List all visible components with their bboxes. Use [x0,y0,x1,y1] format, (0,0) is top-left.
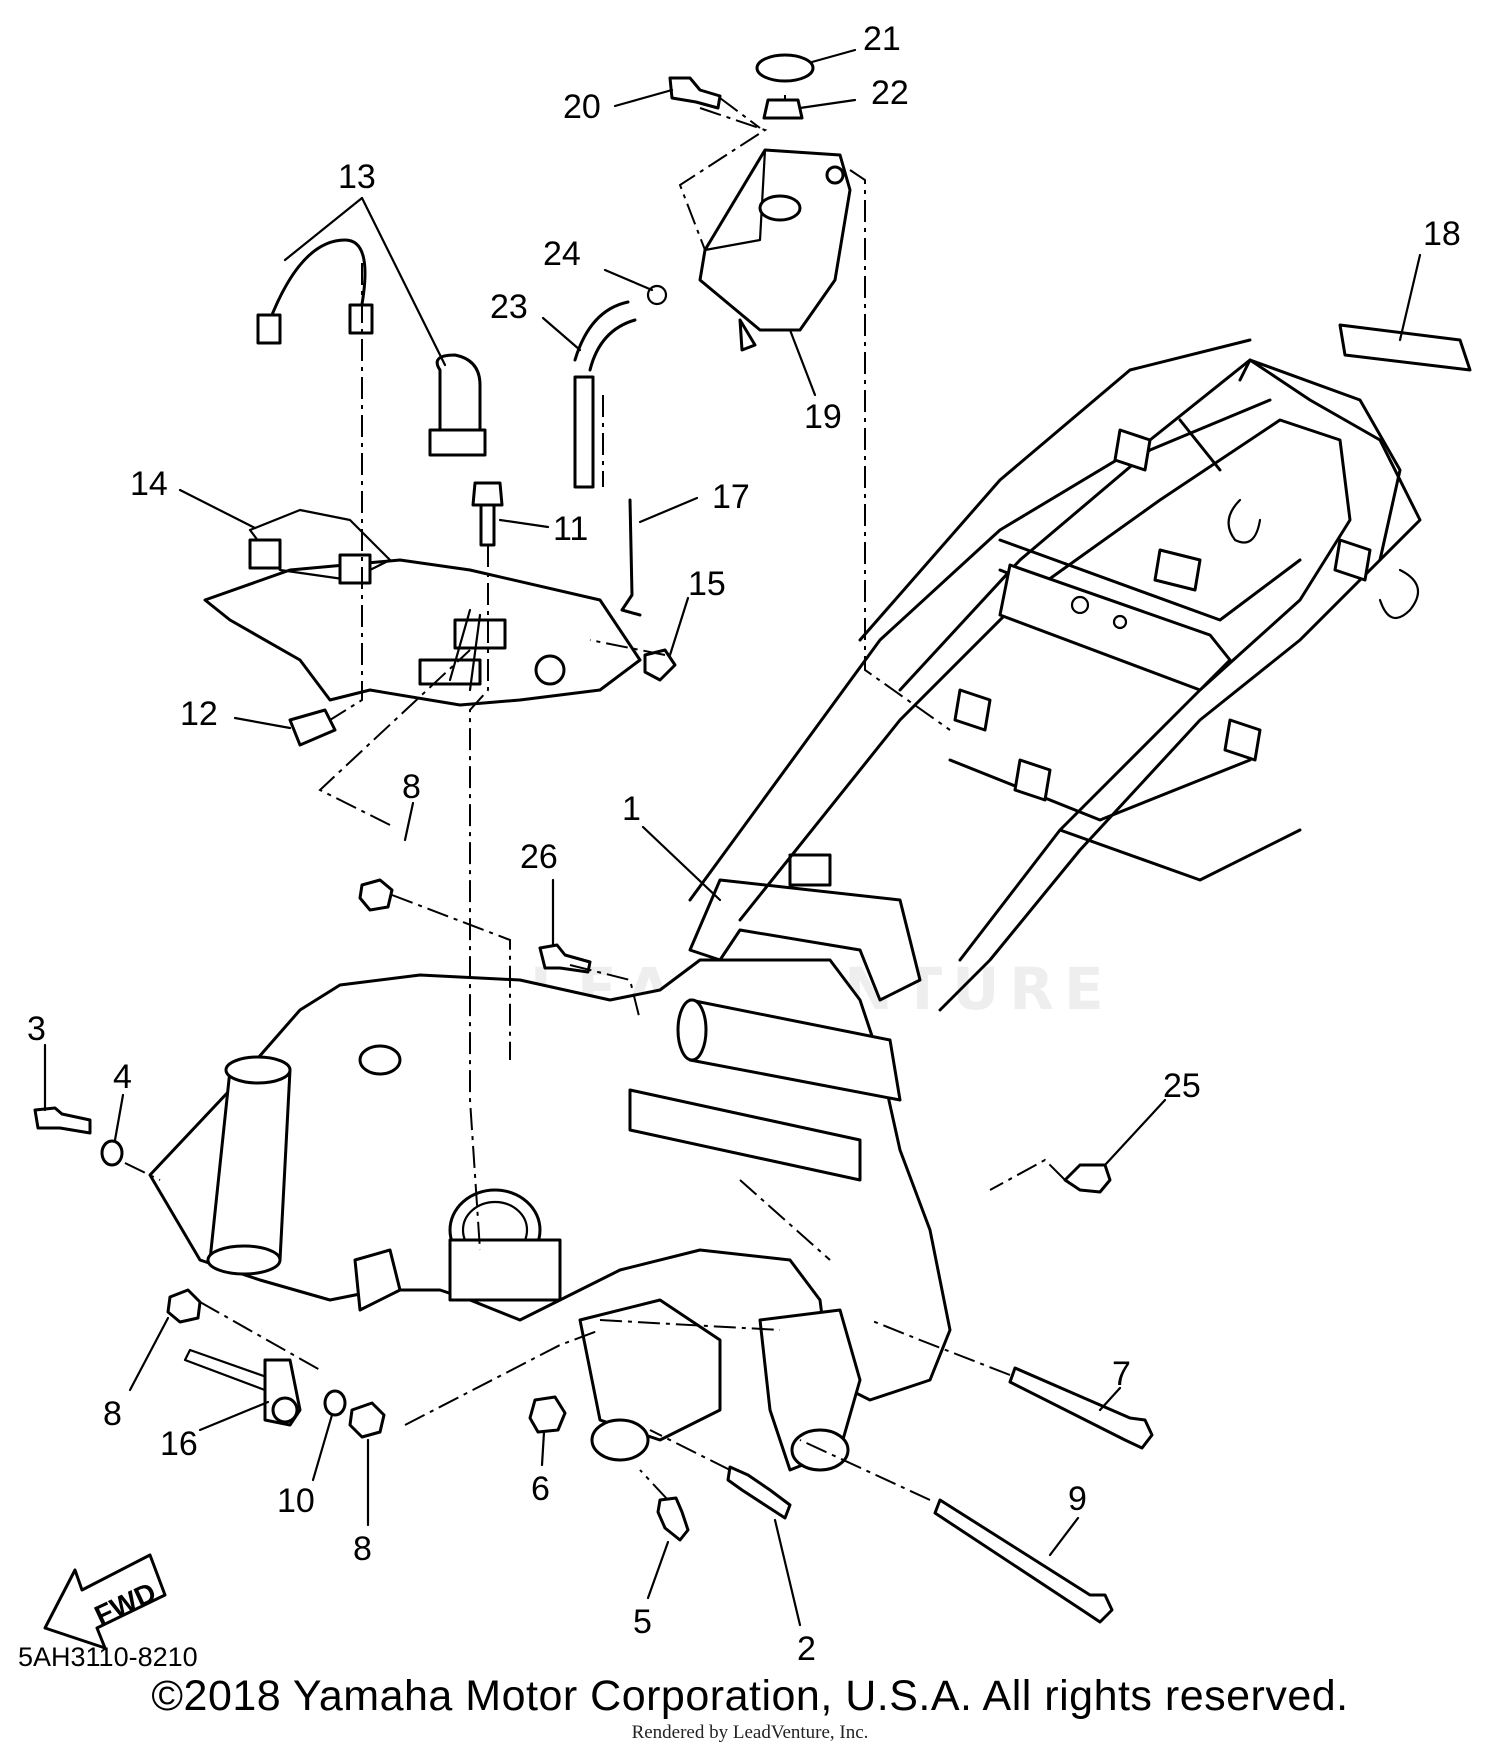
washer-10 [323,1389,347,1417]
callout-11: 11 [553,510,588,548]
callout-19: 19 [804,398,842,436]
fwd-arrow: FWD [43,1553,167,1650]
callout-labels: 1 2 3 4 5 6 7 8 8 8 9 10 11 12 13 14 15 … [27,20,1461,1668]
battery-band-loop [435,353,482,442]
battery-band-arch [266,238,367,327]
band-hook-left [256,313,282,345]
callout-15: 15 [688,565,726,603]
seat-damper [1338,323,1472,372]
bolt-5 [656,1496,690,1542]
callout-24: 24 [543,235,581,273]
bolt-9 [933,1498,1114,1624]
callout-14: 14 [130,465,168,503]
callout-1: 1 [622,790,641,828]
assembly-lines [124,95,1066,1501]
washer-4 [100,1139,124,1167]
rendered-by-note: Rendered by LeadVenture, Inc. [631,1722,869,1743]
reservoir-cap [755,53,815,83]
bolt-3 [33,1106,92,1135]
bolt-20 [668,76,722,110]
band-buckle [428,428,487,457]
callout-3: 3 [27,1010,46,1048]
callout-4: 4 [113,1058,132,1096]
hose-lower [573,375,595,489]
collar-6 [528,1395,567,1434]
bolt-25 [1063,1163,1112,1194]
callout-26: 26 [520,838,558,876]
callout-9: 9 [1068,1480,1087,1518]
callout-18: 18 [1423,215,1461,253]
callout-8-lower: 8 [353,1530,372,1568]
copyright-notice: ©2018 Yamaha Motor Corporation, U.S.A. A… [151,1672,1349,1720]
callout-13: 13 [338,158,376,196]
bracket-16 [183,1348,302,1427]
reference-code: 5AH3110-8210 [18,1642,198,1672]
callout-12: 12 [180,695,218,733]
coolant-reservoir [698,148,852,352]
bolt-7 [1008,1366,1154,1450]
bolt-2 [726,1465,792,1520]
callout-16: 16 [160,1425,198,1463]
nut-8-lower [348,1401,386,1439]
nut-15 [643,648,677,682]
callout-20: 20 [563,88,601,126]
callout-7: 7 [1112,1355,1131,1393]
callout-8-left: 8 [103,1395,122,1433]
frame-body [148,338,1422,1472]
reservoir-hose [588,318,637,372]
callout-21: 21 [863,20,901,58]
reservoir-grommet [762,98,804,120]
pad [288,708,337,747]
leader-lines [43,48,1422,1627]
callout-6: 6 [531,1470,550,1508]
callout-17: 17 [712,478,750,516]
battery-box [203,508,642,707]
hose-clamp [646,284,668,306]
callout-2: 2 [797,1630,816,1668]
callout-8-upper: 8 [402,768,421,806]
callout-23: 23 [490,288,528,326]
bolt-26 [538,943,592,974]
bolt-11 [471,481,504,547]
nut-8-left [166,1288,202,1324]
nut-8-upper [358,878,394,912]
callout-22: 22 [871,74,909,112]
callout-5: 5 [633,1603,652,1641]
cable-tie [620,498,642,617]
callout-10: 10 [277,1482,315,1520]
callout-25: 25 [1163,1067,1201,1105]
